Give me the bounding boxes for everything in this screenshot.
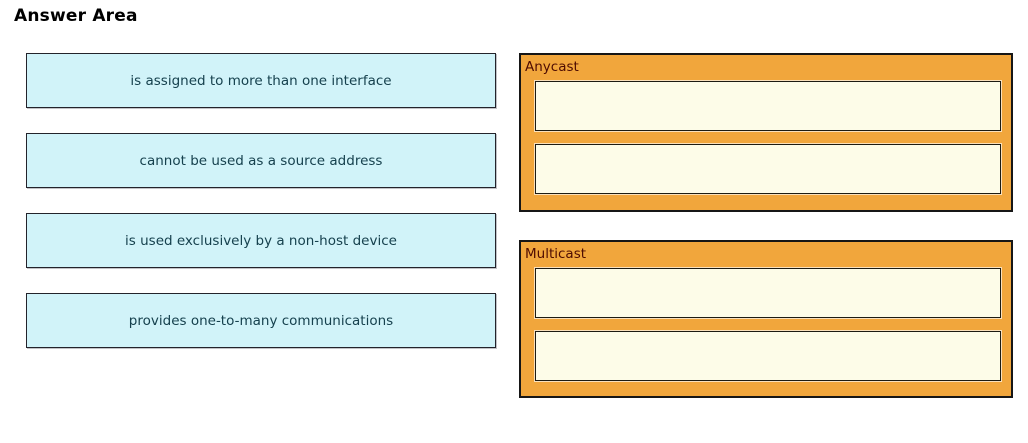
drag-token-more-than-one-interface[interactable]: is assigned to more than one interface <box>26 53 496 108</box>
category-panel-anycast: Anycast <box>519 53 1013 212</box>
category-panel-multicast: Multicast <box>519 240 1013 398</box>
page-title: Answer Area <box>14 6 138 26</box>
drop-slot-multicast-1[interactable] <box>535 268 1001 318</box>
drag-token-one-to-many[interactable]: provides one-to-many communications <box>26 293 496 348</box>
drop-slot-anycast-2[interactable] <box>535 144 1001 194</box>
drag-token-non-host-device[interactable]: is used exclusively by a non-host device <box>26 213 496 268</box>
drop-slot-multicast-2[interactable] <box>535 331 1001 381</box>
drop-slot-anycast-1[interactable] <box>535 81 1001 131</box>
drag-token-source-address[interactable]: cannot be used as a source address <box>26 133 496 188</box>
category-label-multicast: Multicast <box>525 246 587 262</box>
category-label-anycast: Anycast <box>525 59 579 75</box>
